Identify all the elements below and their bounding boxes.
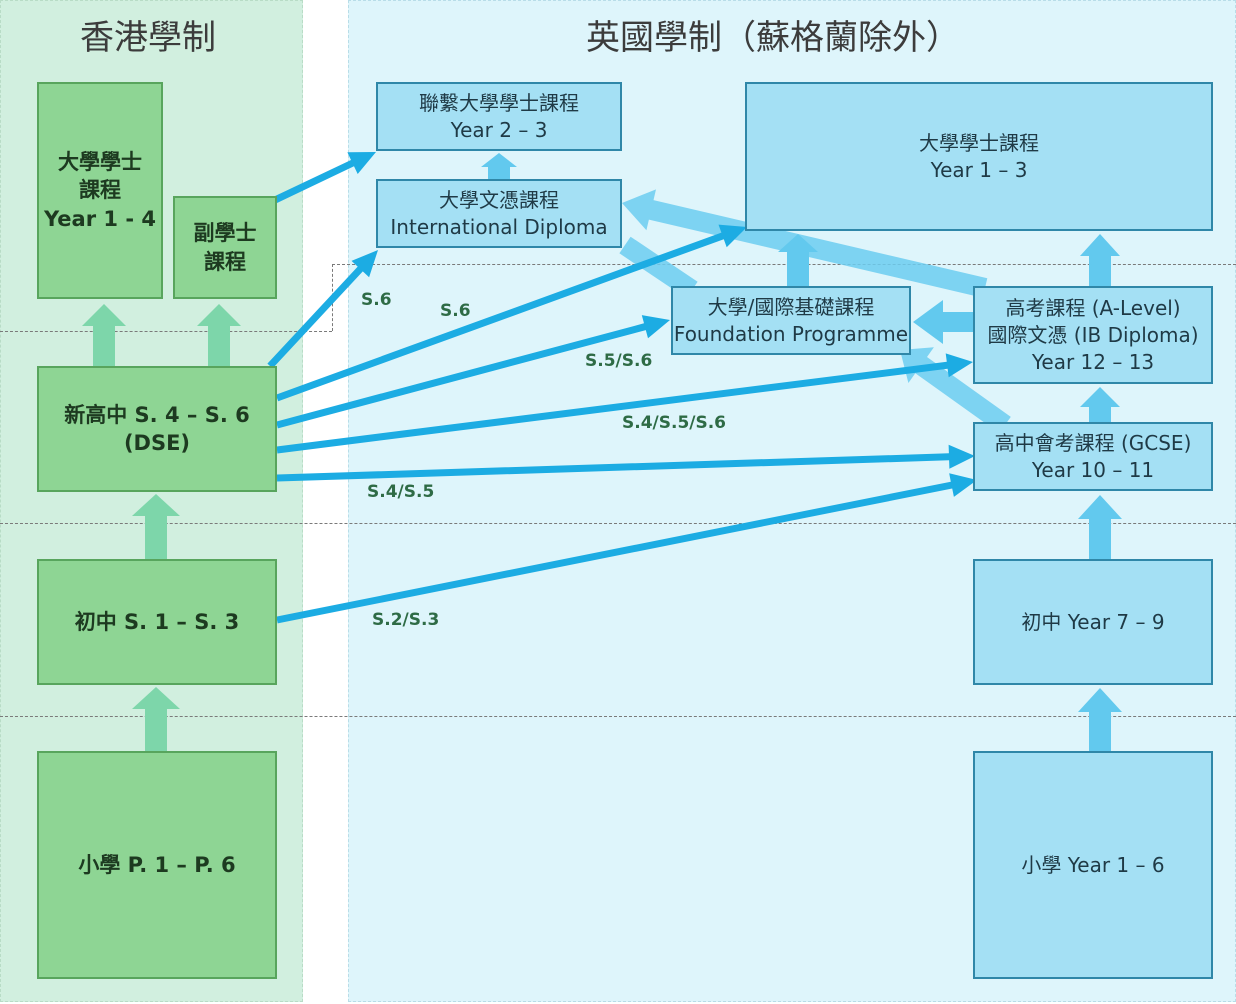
uk-diploma-line-2: International Diploma <box>390 214 608 239</box>
hk-junior-line-1: 初中 S. 1 – S. 3 <box>74 609 240 634</box>
uk-alevel-line-3: Year 12 – 13 <box>1031 349 1155 374</box>
arrow-up-hk-senior-to-associate <box>197 304 241 366</box>
arrow-up-hk-senior-to-university <box>82 304 126 366</box>
arrow-up-uk-foundation-to-university <box>778 234 818 286</box>
hk-associate-line-1: 副學士 <box>193 221 257 246</box>
arrow-up-uk-alevel-to-university <box>1080 234 1120 286</box>
uk-a-level-box: 高考課程 (A-Level) 國際文憑 (IB Diploma) Year 12… <box>973 286 1213 384</box>
uk-university-line-2: Year 1 – 3 <box>930 157 1028 182</box>
hk-university-box: 大學學士 課程 Year 1 - 4 <box>37 82 163 299</box>
hk-system-title: 香港學制 <box>80 18 216 58</box>
arrow-dse-to-alevel <box>276 353 974 454</box>
arrow-dse-to-diploma <box>267 250 378 369</box>
uk-foundation-box: 大學/國際基礎課程 Foundation Programme <box>671 286 911 355</box>
route-label-dse-to-diploma: S.6 <box>361 290 392 310</box>
route-label-dse-to-gcse: S.4/S.5 <box>367 482 435 502</box>
uk-primary-box: 小學 Year 1 – 6 <box>973 751 1213 979</box>
uk-alevel-line-2: 國際文憑 (IB Diploma) <box>987 322 1199 347</box>
uk-gcse-line-2: Year 10 – 11 <box>1031 457 1155 482</box>
arrow-dse-to-gcse <box>276 444 975 482</box>
arrow-dse-to-foundation <box>276 315 670 429</box>
divider-junior-level <box>0 716 1236 717</box>
arrow-junior-to-gcse <box>276 473 977 624</box>
hk-associate-line-2: 課程 <box>204 249 246 274</box>
uk-gcse-box: 高中會考課程 (GCSE) Year 10 – 11 <box>973 422 1213 491</box>
uk-university-box: 大學學士課程 Year 1 – 3 <box>745 82 1213 231</box>
arrow-up-uk-diploma-to-topup <box>481 153 517 179</box>
arrow-diploma-to-foundation <box>619 236 698 299</box>
arrow-up-hk-junior-to-senior <box>132 494 180 559</box>
divider-senior-level <box>0 523 1236 524</box>
uk-foundation-line-1: 大學/國際基礎課程 <box>707 294 875 319</box>
hk-junior-secondary-box: 初中 S. 1 – S. 3 <box>37 559 277 685</box>
uk-top-up-line-2: Year 2 – 3 <box>450 117 548 142</box>
arrow-up-hk-primary-to-junior <box>132 687 180 751</box>
route-label-dse-to-foundation: S.5/S.6 <box>585 351 653 371</box>
route-label-junior-to-gcse: S.2/S.3 <box>372 610 440 630</box>
hk-university-line-2: 課程 <box>79 178 121 203</box>
uk-gcse-line-1: 高中會考課程 (GCSE) <box>994 430 1192 455</box>
hk-senior-line-2: (DSE) <box>123 431 191 455</box>
hk-senior-line-1: 新高中 S. 4 – S. 6 <box>64 402 250 427</box>
uk-junior-box: 初中 Year 7 – 9 <box>973 559 1213 685</box>
arrow-up-uk-junior-to-gcse <box>1078 495 1122 559</box>
divider-university-level <box>0 331 332 332</box>
uk-alevel-line-1: 高考課程 (A-Level) <box>1005 295 1181 320</box>
uk-junior-line-1: 初中 Year 7 – 9 <box>1021 609 1165 634</box>
arrow-up-uk-primary-to-junior <box>1078 688 1122 751</box>
route-label-dse-to-university: S.6 <box>440 301 471 321</box>
hk-associate-box: 副學士 課程 <box>173 196 277 299</box>
arrow-dse-to-university <box>275 224 747 402</box>
arrow-associate-to-topup <box>273 152 376 204</box>
arrow-alevel-to-foundation <box>913 300 973 344</box>
hk-primary-line-1: 小學 P. 1 – P. 6 <box>78 852 236 877</box>
uk-foundation-line-2: Foundation Programme <box>673 321 909 346</box>
hk-university-line-1: 大學學士 <box>58 149 142 174</box>
hk-primary-box: 小學 P. 1 – P. 6 <box>37 751 277 979</box>
uk-primary-line-1: 小學 Year 1 – 6 <box>1021 852 1165 877</box>
uk-international-diploma-box: 大學文憑課程 International Diploma <box>376 179 622 248</box>
uk-top-up-line-1: 聯繫大學學士課程 <box>419 90 579 115</box>
divider-university-level-uk <box>332 264 1236 265</box>
hk-university-line-3: Year 1 - 4 <box>44 206 156 231</box>
arrow-up-uk-gcse-to-alevel <box>1080 387 1120 422</box>
uk-university-line-1: 大學學士課程 <box>919 130 1039 155</box>
uk-system-title: 英國學制（蘇格蘭除外） <box>586 18 960 58</box>
hk-senior-secondary-box: 新高中 S. 4 – S. 6 (DSE) <box>37 366 277 492</box>
route-label-dse-to-alevel: S.4/S.5/S.6 <box>622 413 727 433</box>
uk-top-up-degree-box: 聯繫大學學士課程 Year 2 – 3 <box>376 82 622 151</box>
uk-diploma-line-1: 大學文憑課程 <box>439 187 559 212</box>
